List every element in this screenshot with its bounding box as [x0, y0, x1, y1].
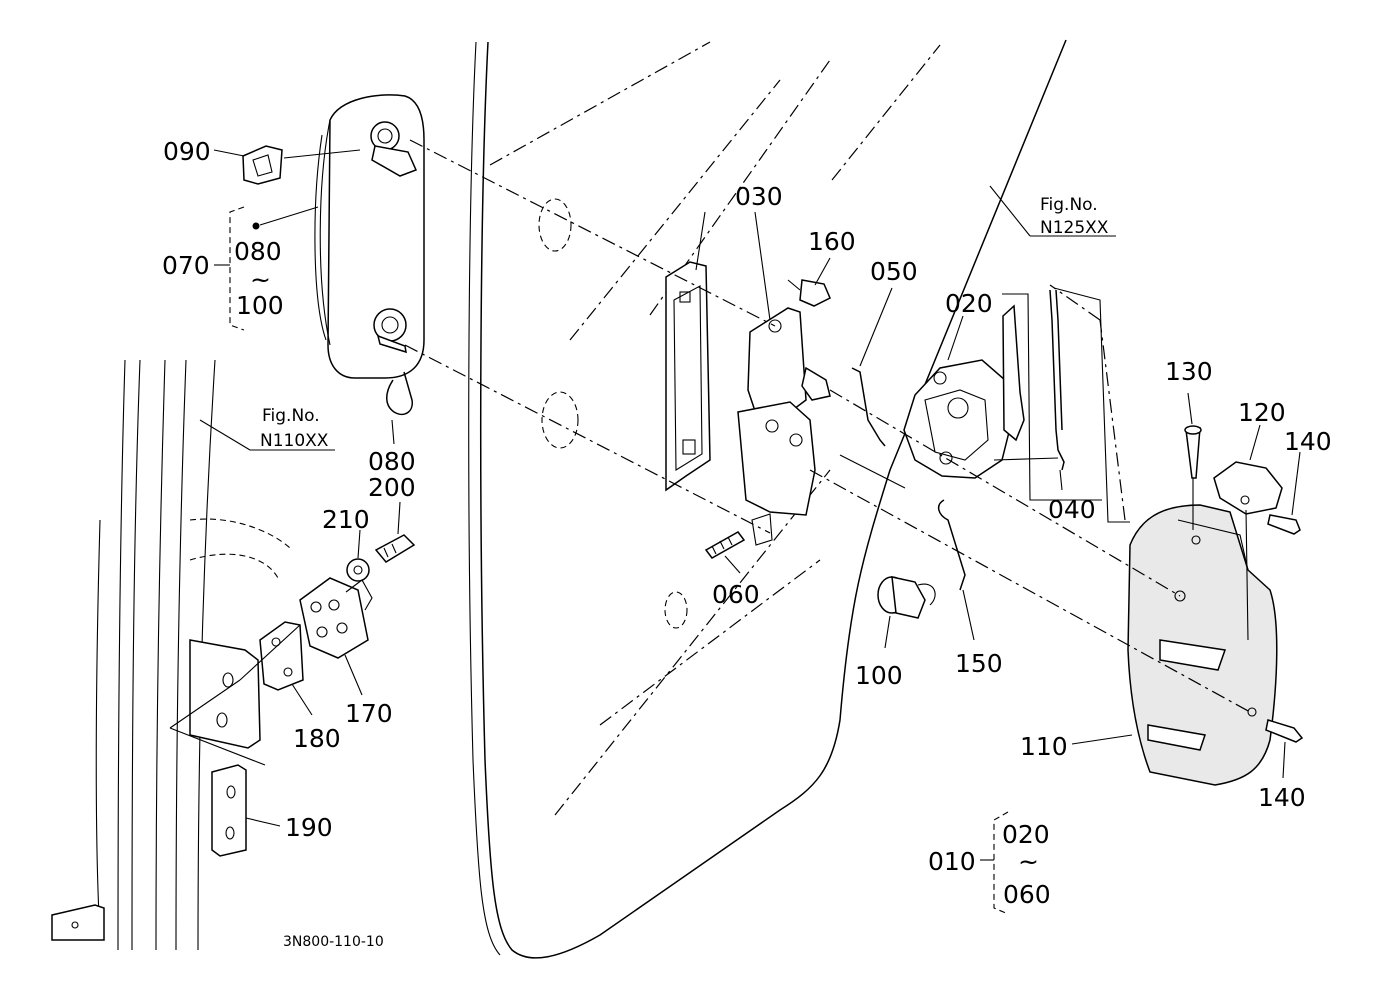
- fig-ref-n110-caption: Fig.No.: [262, 406, 320, 426]
- label-080: 080: [368, 447, 416, 476]
- fig-ref-n125-code: N125XX: [1040, 218, 1109, 238]
- rod-050: [851, 367, 886, 447]
- striker-170: [299, 577, 373, 659]
- label-090: 090: [163, 137, 211, 166]
- screw-060: [704, 531, 746, 559]
- cover-110: [1049, 284, 1278, 786]
- bracket-group-070: [214, 206, 245, 331]
- label-070-to: 100: [236, 291, 284, 320]
- rod-040: [993, 289, 1065, 471]
- bracket-group-010: [980, 811, 1009, 915]
- plate-030: [665, 261, 711, 492]
- pad-090: [242, 145, 283, 185]
- label-120: 120: [1238, 398, 1286, 427]
- fig-ref-n125-caption: Fig.No.: [1040, 195, 1098, 215]
- clip-080: [386, 371, 413, 416]
- label-070-tilde: ~: [250, 265, 271, 294]
- bolt-200: [374, 534, 416, 563]
- door-frame-outline: [468, 39, 1067, 959]
- label-160: 160: [808, 227, 856, 256]
- label-170: 170: [345, 699, 393, 728]
- cab-pillar-outline: [95, 359, 291, 951]
- plate-190: [211, 764, 247, 857]
- label-050: 050: [870, 257, 918, 286]
- label-010-tilde: ~: [1018, 847, 1039, 876]
- label-010: 010: [928, 847, 976, 876]
- label-020: 020: [945, 289, 993, 318]
- lock-cylinder-100: [877, 576, 936, 619]
- latch-020: [903, 304, 1025, 479]
- rod-150: [937, 499, 966, 591]
- leader-lines: [199, 149, 1301, 827]
- screw-140-lower: [1265, 719, 1304, 743]
- screw-140-upper: [1267, 514, 1301, 535]
- label-060: 060: [712, 580, 760, 609]
- label-180: 180: [293, 724, 341, 753]
- label-210: 210: [322, 505, 370, 534]
- label-010-to: 060: [1003, 880, 1051, 909]
- washer-210: [346, 558, 370, 582]
- assembly-lines: [169, 139, 1251, 766]
- shim-180: [259, 621, 304, 691]
- label-010-from: 020: [1002, 820, 1050, 849]
- label-070-from: 080: [234, 237, 282, 266]
- label-110: 110: [1020, 732, 1068, 761]
- fig-ref-n110-code: N110XX: [260, 431, 329, 451]
- label-140-upper: 140: [1284, 427, 1332, 456]
- bracket-030: [737, 307, 831, 546]
- bolt-160: [787, 279, 831, 307]
- label-130: 130: [1165, 357, 1213, 386]
- stopper-120: [1213, 461, 1283, 515]
- label-150: 150: [955, 649, 1003, 678]
- label-200: 200: [368, 473, 416, 502]
- frame-bracket: [51, 639, 261, 941]
- figure-reference-number: 3N800-110-10: [283, 934, 384, 950]
- label-040: 040: [1048, 495, 1096, 524]
- label-100: 100: [855, 661, 903, 690]
- pin-130: [1184, 425, 1202, 479]
- label-140-lower: 140: [1258, 783, 1306, 812]
- label-070: 070: [162, 251, 210, 280]
- label-190: 190: [285, 813, 333, 842]
- door-handle-070: [314, 94, 425, 379]
- label-030: 030: [735, 182, 783, 211]
